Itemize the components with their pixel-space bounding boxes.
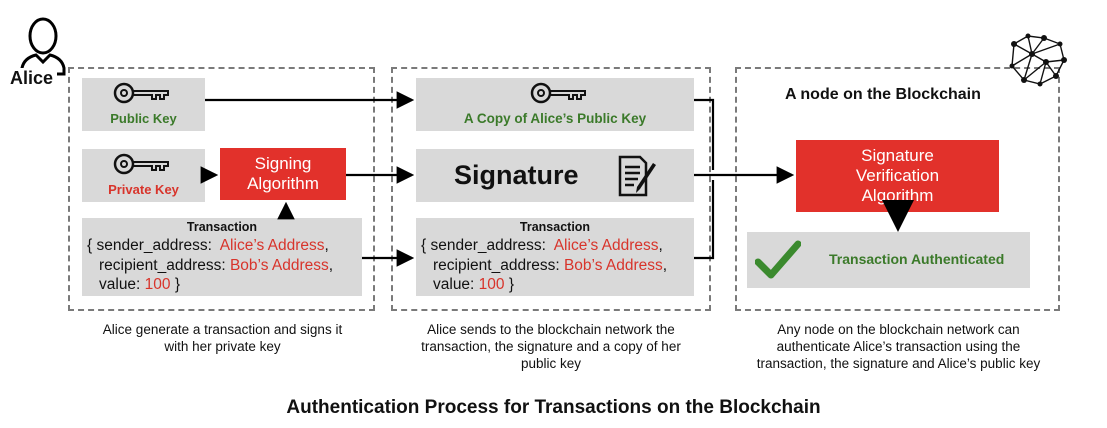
field-name: { sender_address: (87, 237, 220, 254)
transaction-line-1: { sender_address: Alice’s Address, (87, 236, 329, 255)
alice-label: Alice (6, 68, 58, 89)
person-icon (20, 17, 66, 76)
right-panel (735, 67, 1060, 311)
signing-algorithm-line1: Signing (254, 154, 312, 173)
caption-line: transaction, the signature and a copy of… (421, 339, 681, 354)
figure-title: Authentication Process for Transactions … (286, 397, 821, 418)
recipient-value: Bob’s Address (563, 257, 663, 274)
authenticated-box: Transaction Authenticated (747, 232, 1030, 288)
sender-value: Alice’s Address (553, 237, 659, 254)
transaction-line-3: value: 100 } (99, 275, 180, 294)
transaction-box-left: Transaction { sender_address: Alice’s Ad… (82, 218, 362, 296)
left-panel (68, 67, 375, 311)
left-caption: Alice generate a transaction and signs i… (60, 321, 385, 355)
field-name: recipient_address: (433, 257, 564, 274)
verification-line1: Signature (861, 146, 934, 165)
node-title: A node on the Blockchain (785, 86, 981, 103)
caption-line: authenticate Alice’s transaction using t… (776, 339, 1021, 354)
line-key-copy (694, 98, 715, 170)
network-icon (1009, 33, 1067, 87)
sender-value: Alice’s Address (219, 237, 325, 254)
transaction-line-1: { sender_address: Alice’s Address, (421, 236, 663, 255)
value-amount: 100 (144, 276, 171, 293)
right-caption: Any node on the blockchain network can a… (726, 321, 1071, 372)
middle-panel (391, 67, 711, 311)
line-transaction (694, 180, 715, 260)
signature-box: Signature (416, 149, 694, 202)
comma: , (328, 257, 334, 274)
transaction-line-2: recipient_address: Bob’s Address, (99, 256, 333, 275)
public-key-box: Public Key (82, 78, 205, 131)
transaction-line-3: value: 100 } (433, 275, 514, 294)
public-key-label: Public Key (110, 111, 177, 126)
verification-line2: Verification (855, 166, 940, 185)
value-amount: 100 (478, 276, 505, 293)
caption-line: Alice sends to the blockchain network th… (427, 322, 675, 337)
brace: } (170, 276, 181, 293)
verification-line3: Algorithm (861, 186, 934, 205)
transaction-line-2: recipient_address: Bob’s Address, (433, 256, 667, 275)
transaction-title: Transaction (186, 220, 258, 234)
brace: } (504, 276, 515, 293)
middle-caption: Alice sends to the blockchain network th… (386, 321, 716, 372)
comma: , (662, 257, 668, 274)
field-name: recipient_address: (99, 257, 230, 274)
signature-label: Signature (454, 160, 579, 190)
signing-algorithm-box: Signing Algorithm (220, 148, 346, 200)
transaction-title: Transaction (519, 220, 591, 234)
transaction-box-middle: Transaction { sender_address: Alice’s Ad… (416, 218, 694, 296)
key-icon (113, 153, 169, 175)
public-key-copy-box: A Copy of Alice’s Public Key (416, 78, 694, 131)
caption-line: Any node on the blockchain network can (777, 322, 1020, 337)
caption-line: public key (520, 356, 582, 371)
document-pen-icon (618, 155, 656, 197)
caption-line: with her private key (164, 339, 281, 354)
caption-line: Alice generate a transaction and signs i… (102, 322, 343, 337)
public-key-copy-label: A Copy of Alice’s Public Key (463, 111, 647, 126)
signing-algorithm-line2: Algorithm (247, 174, 319, 193)
authenticated-label: Transaction Authenticated (829, 251, 1005, 267)
recipient-value: Bob’s Address (229, 257, 329, 274)
caption-line: transaction, the signature and Alice’s p… (756, 356, 1041, 371)
checkmark-icon (755, 240, 801, 279)
key-icon (530, 82, 586, 104)
private-key-box: Private Key (82, 149, 205, 202)
field-name: value: (433, 276, 479, 293)
field-name: value: (99, 276, 145, 293)
field-name: { sender_address: (421, 237, 554, 254)
comma: , (324, 237, 329, 254)
private-key-label: Private Key (108, 182, 179, 197)
key-icon (113, 82, 169, 104)
comma: , (658, 237, 663, 254)
